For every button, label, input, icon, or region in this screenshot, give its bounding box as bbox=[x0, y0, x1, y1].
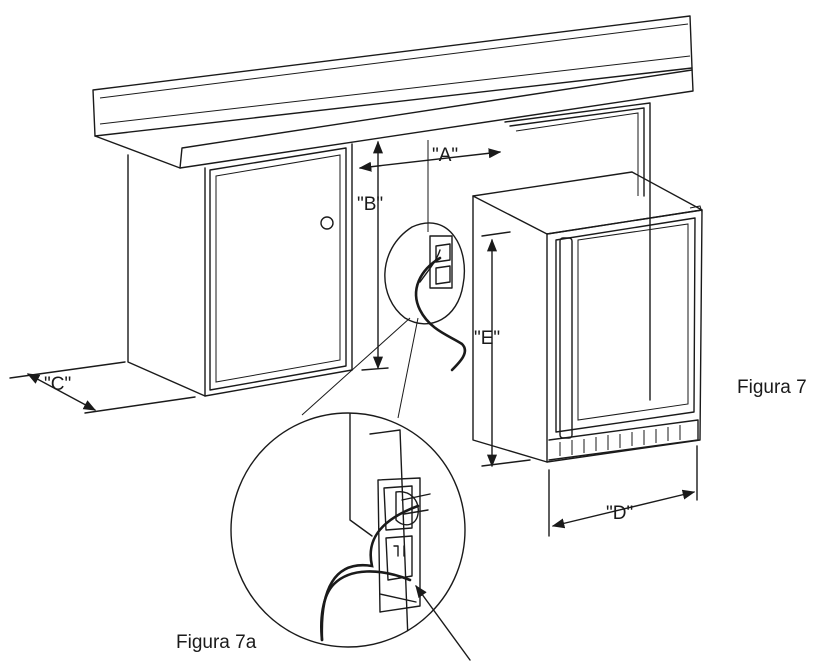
base-cabinets bbox=[127, 102, 651, 401]
label-e: "E" bbox=[474, 328, 500, 349]
dimension-lines bbox=[9, 140, 698, 537]
outlet-zoom-circle bbox=[384, 222, 465, 325]
label-a: "A" bbox=[432, 145, 458, 166]
door-knob bbox=[320, 216, 334, 230]
detail-caption: Figura 7a bbox=[176, 632, 257, 653]
refrigerator bbox=[472, 171, 703, 463]
power-cord bbox=[414, 256, 467, 372]
door-handle bbox=[559, 237, 573, 439]
label-c: "C" bbox=[44, 374, 71, 395]
detail-circle bbox=[230, 317, 471, 661]
figure-caption: Figura 7 bbox=[737, 377, 807, 398]
label-b: "B" bbox=[357, 194, 383, 215]
label-d: "D" bbox=[606, 503, 633, 524]
countertop bbox=[92, 15, 694, 169]
